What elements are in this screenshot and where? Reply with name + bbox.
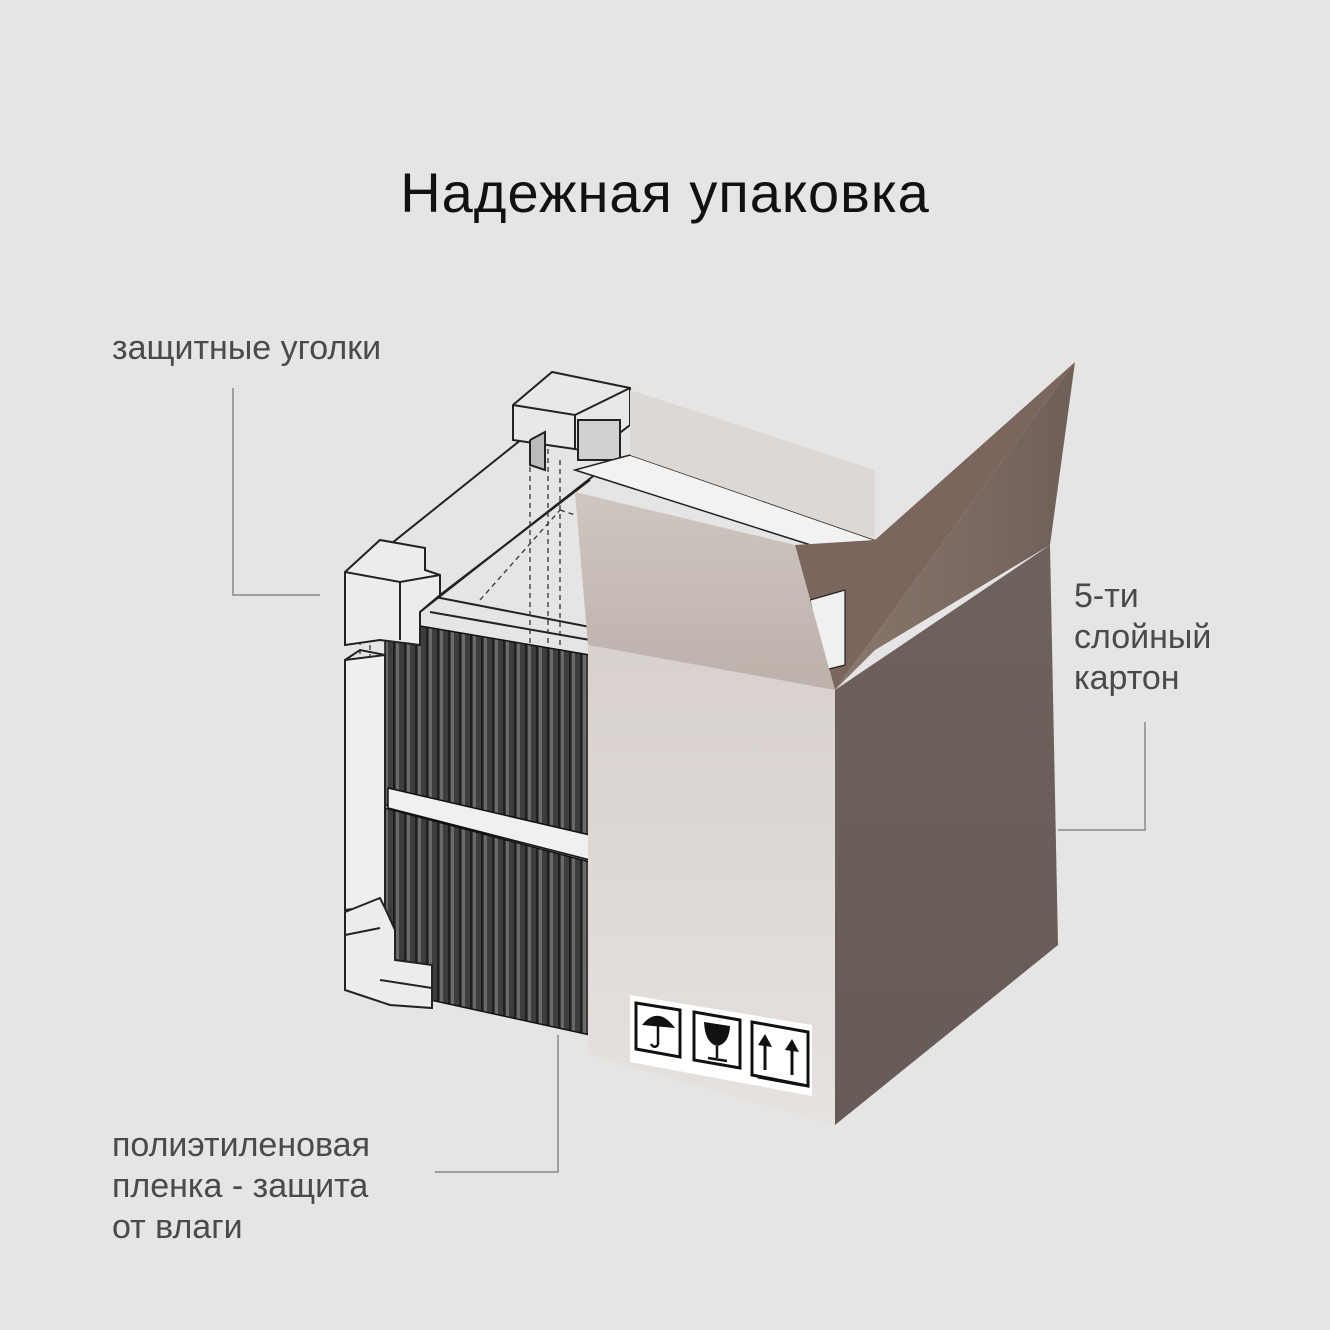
label-protective-corners: защитные уголки [112, 328, 381, 369]
label-polyethylene-film: полиэтиленовая пленка - защита от влаги [112, 1125, 370, 1248]
leader-line-corners [232, 388, 320, 596]
box-side [835, 545, 1058, 1125]
page-title: Надежная упаковка [400, 161, 930, 224]
label-film-line-3: от влаги [112, 1208, 243, 1246]
radiator-frame [344, 370, 631, 1036]
this-way-up-icon [750, 1020, 810, 1088]
box-flap-front [575, 492, 835, 690]
fragile-glass-icon [692, 1010, 742, 1070]
label-film-line-2: пленка - защита [112, 1167, 369, 1205]
label-carton-line-1: 5-ти [1074, 577, 1139, 615]
label-carton-line-2: слойный [1074, 618, 1212, 656]
label-five-layer-carton: 5-ти слойный картон [1074, 576, 1211, 699]
umbrella-icon [634, 1001, 682, 1059]
label-film-line-1: полиэтиленовая [112, 1126, 371, 1164]
cardboard-box [572, 362, 1075, 1125]
leader-line-carton [1058, 722, 1146, 831]
leader-line-film [435, 1035, 559, 1173]
handling-icons [630, 995, 812, 1096]
label-protective-corners-text: защитные уголки [112, 329, 382, 367]
label-carton-line-3: картон [1074, 659, 1180, 697]
leader-lines [232, 388, 1146, 1173]
